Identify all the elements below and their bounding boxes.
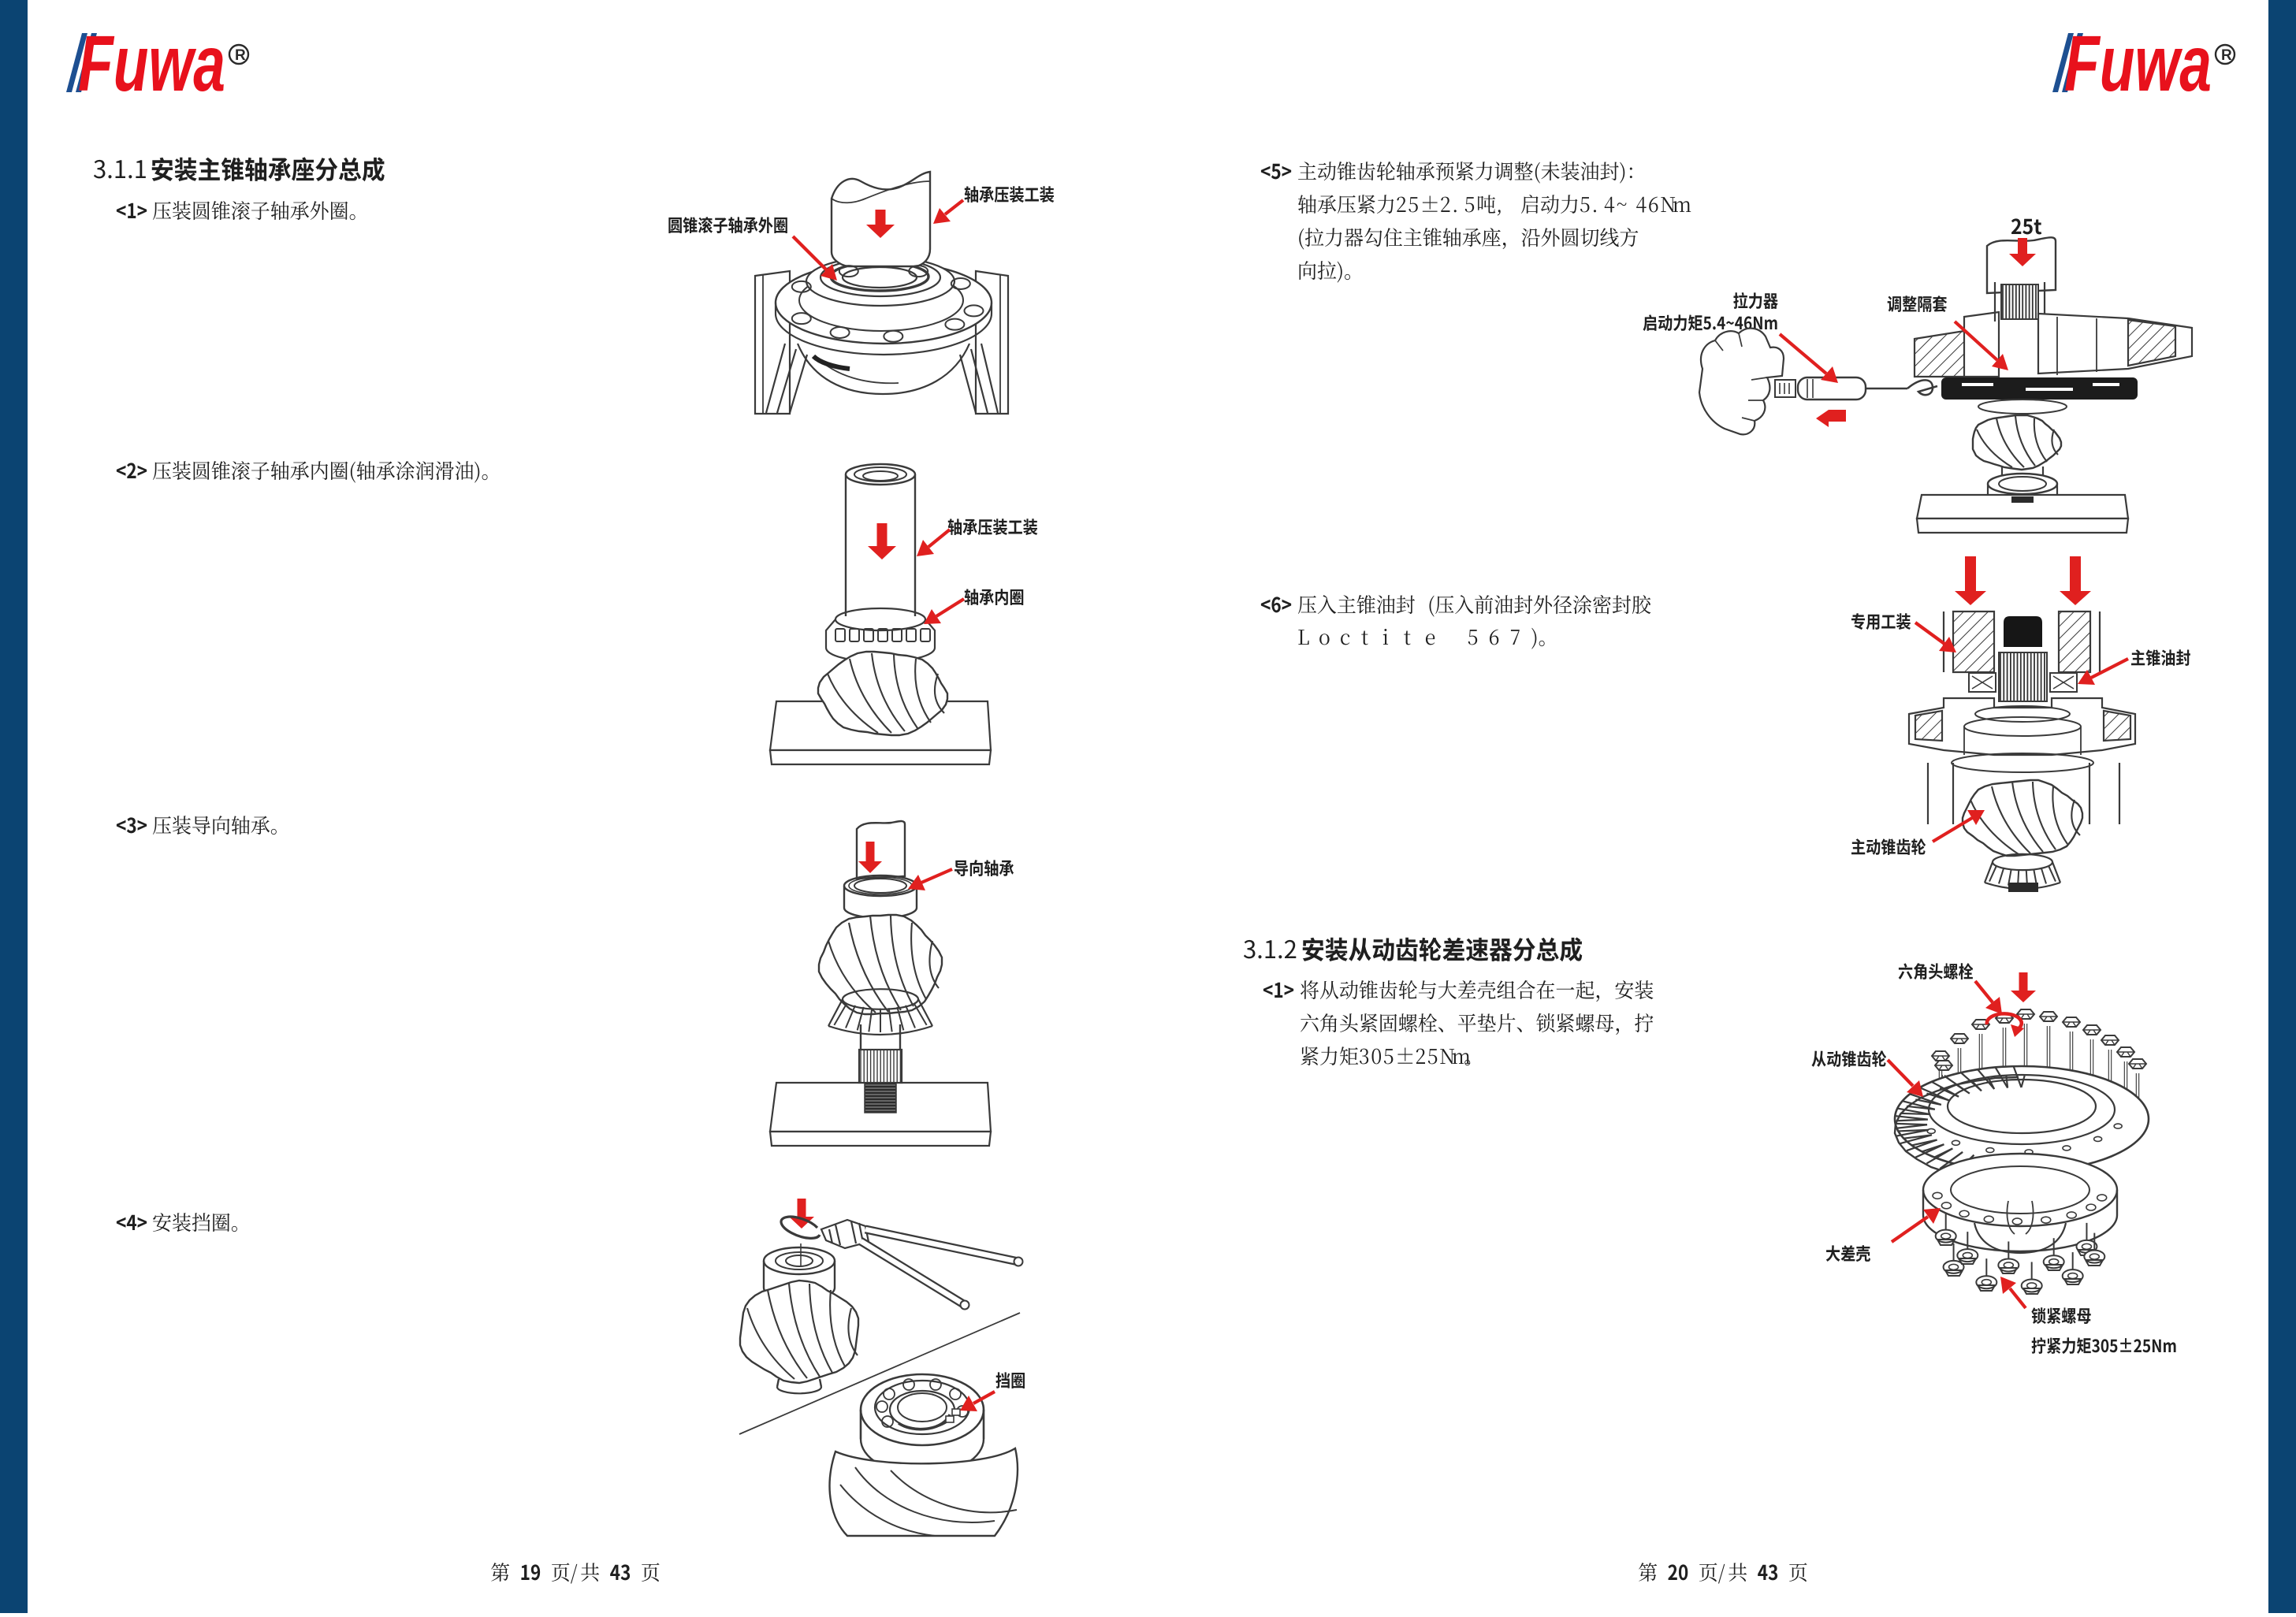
svg-text:Fuwa: Fuwa: [78, 20, 225, 108]
svg-text:Fuwa: Fuwa: [2064, 20, 2212, 108]
svg-text:R: R: [2221, 47, 2232, 64]
svg-text:R: R: [235, 47, 246, 64]
